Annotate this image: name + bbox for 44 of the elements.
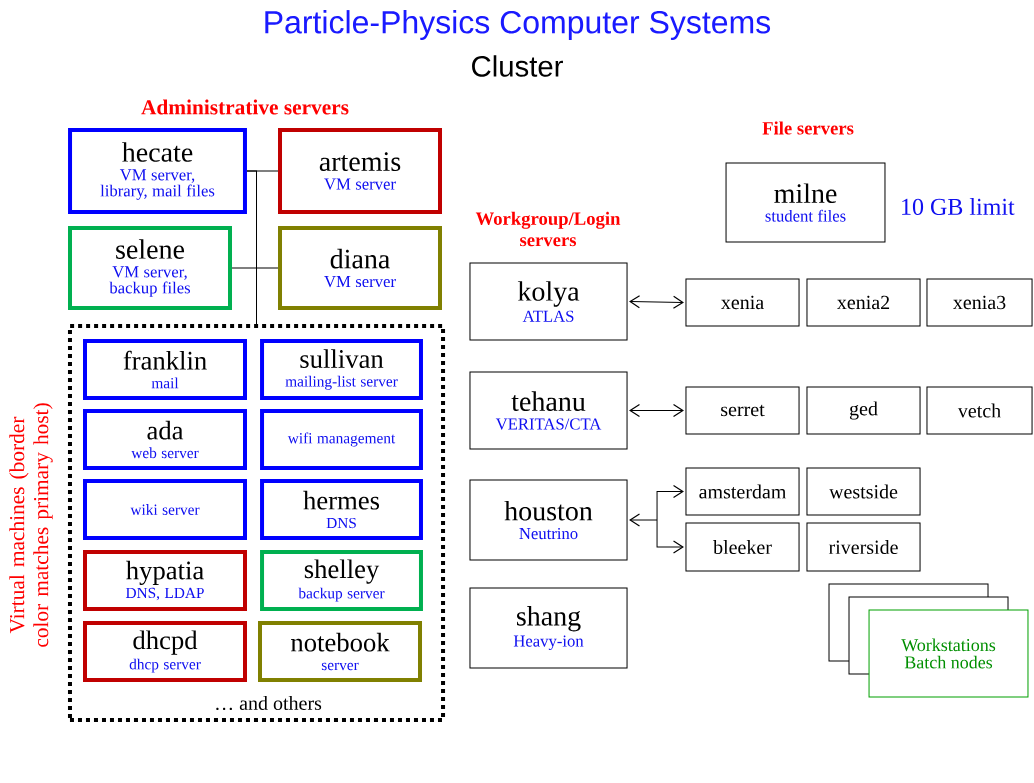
- vm-box: wiki server: [83, 479, 247, 541]
- machine-box: vetch: [926, 386, 1033, 435]
- server-box: tehanu VERITAS/CTA: [469, 371, 628, 450]
- machine-box: xenia2: [806, 278, 921, 327]
- title: Particle-Physics Computer Systems: [265, 10, 771, 40]
- vm-box: ada web server: [83, 409, 247, 471]
- machine-box: serret: [685, 386, 800, 435]
- server-box: shang Heavy-ion: [469, 587, 628, 669]
- group-heading: Workgroup/Login servers: [475, 211, 621, 247]
- machine-box: bleeker: [685, 522, 800, 572]
- vm-box: franklin mail: [83, 338, 247, 401]
- connector-trunk: [629, 513, 658, 527]
- server-box: milne student files: [725, 162, 886, 243]
- connector: [656, 484, 684, 521]
- connector: [656, 519, 684, 554]
- server-box: houston Neutrino: [469, 479, 628, 561]
- vm-box: wifi management: [260, 409, 423, 471]
- server-box: selene VM server, backup files: [68, 226, 232, 310]
- machine-box: riverside: [806, 522, 921, 572]
- vm-box: sullivan mailing-list server: [260, 338, 423, 401]
- server-box: artemis VM server: [278, 128, 442, 214]
- machine-box: ged: [806, 386, 921, 435]
- node-label: Virtual machines (border color matches primary host): [9, 403, 53, 647]
- group-heading: File servers: [762, 121, 854, 135]
- connector: [231, 267, 279, 269]
- vm-box: shelley backup server: [260, 550, 423, 612]
- group-heading: Administrative servers: [141, 99, 349, 115]
- machine-box: westside: [806, 467, 921, 516]
- vm-box: dhcpd dhcp server: [83, 620, 247, 683]
- stacked-boxes: Workstations Batch nodes: [828, 583, 1029, 698]
- subtitle: Cluster: [472, 55, 563, 77]
- connector: [629, 295, 684, 309]
- machine-box: amsterdam: [685, 467, 800, 516]
- vm-box: notebook server: [258, 620, 422, 683]
- server-box: diana VM server: [278, 226, 442, 310]
- vm-box: hermes DNS: [260, 479, 423, 541]
- machine-box: xenia: [685, 278, 800, 327]
- connector: [246, 170, 257, 325]
- server-box: kolya ATLAS: [469, 262, 628, 341]
- connector: [629, 403, 684, 418]
- machine-box: xenia3: [926, 278, 1033, 327]
- note: 10 GB limit: [902, 198, 1015, 215]
- vm-box: hypatia DNS, LDAP: [83, 550, 247, 612]
- server-box: hecate VM server, library, mail files: [68, 128, 247, 214]
